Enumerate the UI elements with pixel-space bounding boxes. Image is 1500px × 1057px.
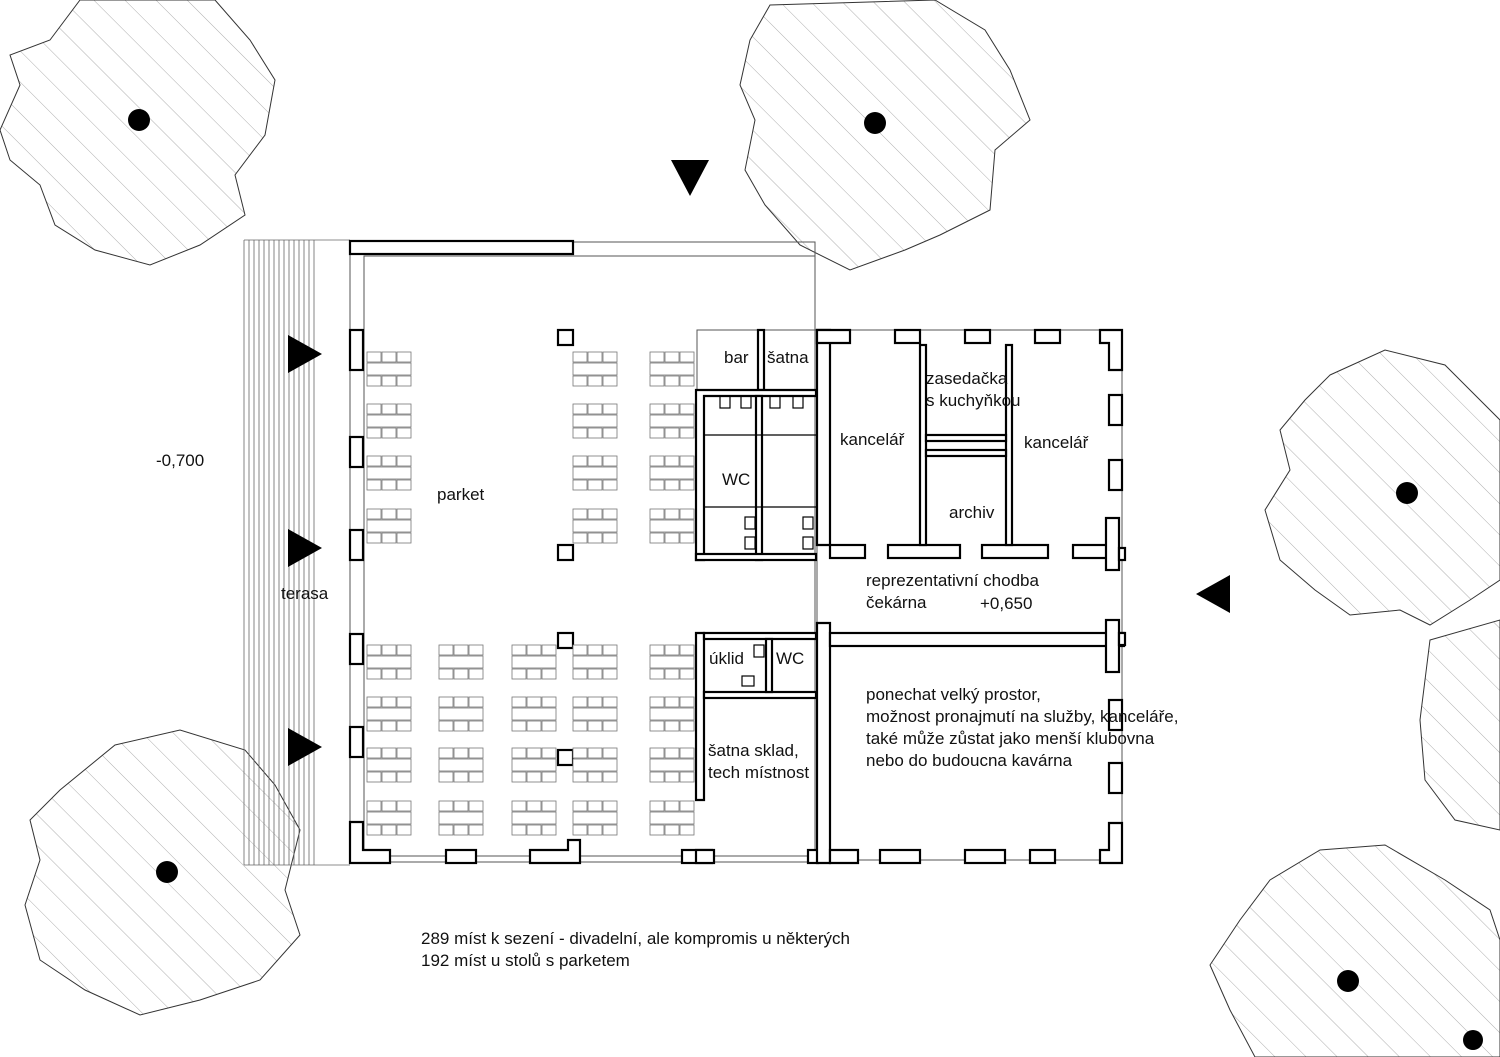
table-icon	[511, 644, 557, 680]
wc-top-label: WC	[722, 470, 751, 489]
table-icon	[649, 455, 695, 491]
table-icon	[366, 351, 412, 387]
table-icon	[572, 696, 618, 732]
bar-label: bar	[724, 348, 749, 367]
corridor-label-line1: reprezentativní chodba	[866, 571, 1039, 590]
entrance-arrow-icon	[288, 335, 322, 373]
table-icon	[511, 800, 557, 836]
tree-canopy-icon	[0, 0, 276, 266]
storage-label-line1: šatna sklad,	[708, 741, 799, 760]
table-icon	[511, 747, 557, 783]
tree-canopy-icon	[1209, 844, 1500, 1057]
dance-floor-label: parket	[437, 485, 485, 504]
level-inside-label: +0,650	[980, 594, 1033, 613]
table-groups	[366, 351, 695, 836]
building-outline	[348, 239, 1123, 863]
table-icon	[572, 455, 618, 491]
table-icon	[649, 508, 695, 544]
tree-trunk-icon	[1396, 482, 1418, 504]
wc-bottom-label: WC	[776, 649, 805, 668]
table-icon	[366, 508, 412, 544]
service-core	[694, 328, 820, 865]
capacity-line2: 192 míst u stolů s parketem	[421, 951, 630, 970]
tree-trunk-icon	[128, 109, 150, 131]
table-icon	[366, 696, 412, 732]
terrace-label: terasa	[281, 584, 329, 603]
note-line3: také může zůstat jako menší klubovna	[866, 729, 1155, 748]
table-icon	[649, 696, 695, 732]
hall-walls	[348, 328, 714, 865]
table-icon	[366, 747, 412, 783]
corridor-label-line2: čekárna	[866, 593, 927, 612]
table-icon	[438, 644, 484, 680]
table-icon	[366, 644, 412, 680]
storage-label-line2: tech místnost	[708, 763, 810, 782]
entrance-arrows	[288, 160, 1230, 766]
tree-canopy-icon	[1264, 349, 1500, 626]
table-icon	[649, 747, 695, 783]
table-icon	[438, 747, 484, 783]
table-icon	[438, 696, 484, 732]
table-icon	[572, 403, 618, 439]
table-icon	[438, 800, 484, 836]
table-icon	[649, 800, 695, 836]
level-outside-label: -0,700	[156, 451, 205, 470]
table-icon	[511, 696, 557, 732]
note-line2: možnost pronajmutí na služby, kanceláře,	[866, 707, 1179, 726]
table-icon	[572, 644, 618, 680]
tree-trunk-icon	[1337, 970, 1359, 992]
tree-trunk-icon	[864, 112, 886, 134]
table-icon	[649, 351, 695, 387]
table-icon	[572, 508, 618, 544]
table-icon	[572, 747, 618, 783]
note-line1: ponechat velký prostor,	[866, 685, 1041, 704]
cleaning-room-label: úklid	[709, 649, 744, 668]
entrance-arrow-icon	[671, 160, 709, 196]
tree-canopy-icon	[1419, 619, 1500, 831]
table-icon	[572, 800, 618, 836]
table-icon	[649, 644, 695, 680]
cloakroom-label: šatna	[767, 348, 809, 367]
entrance-arrow-icon	[288, 728, 322, 766]
archive-label: archiv	[949, 503, 995, 522]
office-right-label: kancelář	[1024, 433, 1089, 452]
table-icon	[366, 800, 412, 836]
tree-canopy-icon	[739, 0, 1031, 271]
tree-trunk-icon	[1463, 1030, 1483, 1050]
table-icon	[572, 351, 618, 387]
tree-trunk-icon	[156, 861, 178, 883]
entrance-arrow-icon	[288, 529, 322, 567]
table-icon	[366, 403, 412, 439]
office-left-label: kancelář	[840, 430, 905, 449]
table-icon	[649, 403, 695, 439]
capacity-line1: 289 míst k sezení - divadelní, ale kompr…	[421, 929, 850, 948]
meeting-room-label-line2: s kuchyňkou	[926, 391, 1021, 410]
entrance-arrow-icon	[1196, 575, 1230, 613]
note-line4: nebo do budoucna kavárna	[866, 751, 1073, 770]
office-wing	[815, 328, 1127, 865]
table-icon	[366, 455, 412, 491]
meeting-room-label-line1: zasedačka	[926, 369, 1008, 388]
